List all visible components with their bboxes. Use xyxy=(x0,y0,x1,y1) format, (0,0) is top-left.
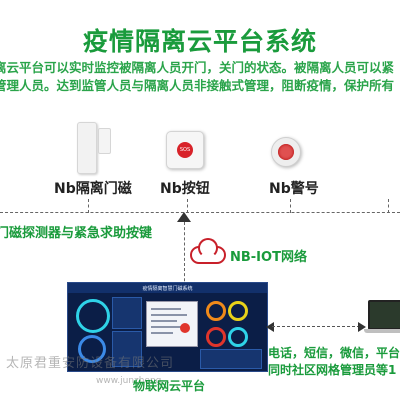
dashboard-panel xyxy=(112,297,142,329)
watermark-url: www.junzhong... xyxy=(96,376,170,386)
dashboard-title: 疫情隔离智慧门磁系统 xyxy=(142,286,193,292)
alert-icon xyxy=(180,323,190,333)
page-title: 疫情隔离云平台系统 xyxy=(82,27,317,56)
dashboard-popup xyxy=(146,301,198,347)
network-label: NB-IOT网络 xyxy=(230,250,307,265)
vertical-connector xyxy=(184,222,185,312)
device-label-button: Nb按钮 xyxy=(160,181,210,197)
sos-badge: SOS xyxy=(177,142,193,158)
device-label-alarm: Nb警号 xyxy=(269,181,319,197)
arrow-left-icon xyxy=(266,322,274,332)
connector-tick xyxy=(88,199,89,213)
arrow-up-icon xyxy=(177,212,191,222)
contact-methods-line-1: 电话，短信，微信，平台 xyxy=(268,346,400,360)
description-line-1: 离云平台可以实时监控被隔离人员开门，关门的状态。被隔离人员可以紧 xyxy=(0,60,395,75)
dashboard-panel xyxy=(112,331,142,367)
laptop-icon xyxy=(364,300,400,340)
sos-button-icon: SOS xyxy=(166,131,204,169)
door-sensor-icon xyxy=(77,122,111,174)
connector-tick xyxy=(388,199,389,213)
dashboard-screenshot: 疫情隔离智慧门磁系统 xyxy=(67,282,268,372)
alarm-siren-icon xyxy=(271,137,301,167)
connector-tick xyxy=(187,199,188,213)
horizontal-connector xyxy=(272,326,360,327)
connector-tick xyxy=(290,199,291,213)
device-label-door-sensor: Nb隔离门磁 xyxy=(54,181,132,197)
status-ring-icon xyxy=(206,301,226,321)
status-ring-icon xyxy=(228,327,248,347)
status-ring-icon xyxy=(228,301,248,321)
gauge-icon xyxy=(76,299,110,333)
cloud-icon xyxy=(186,236,226,264)
dashboard-chart xyxy=(200,349,262,369)
watermark-company: 太原君重安防设备有限公司 xyxy=(6,356,175,371)
platform-label: 物联网云平台 xyxy=(133,379,206,393)
arrow-right-icon xyxy=(358,322,366,332)
detector-caption: 门磁探测器与紧急求助按键 xyxy=(0,226,153,241)
connector-line xyxy=(0,212,400,213)
description-line-2: 管理人员。达到监管人员与隔离人员非接触式管理，阻断疫情，保护所有 xyxy=(0,78,395,93)
gauge-icon xyxy=(78,335,106,363)
contact-methods-line-2: 同时社区网格管理员等1 xyxy=(268,363,397,377)
status-ring-icon xyxy=(206,327,226,347)
